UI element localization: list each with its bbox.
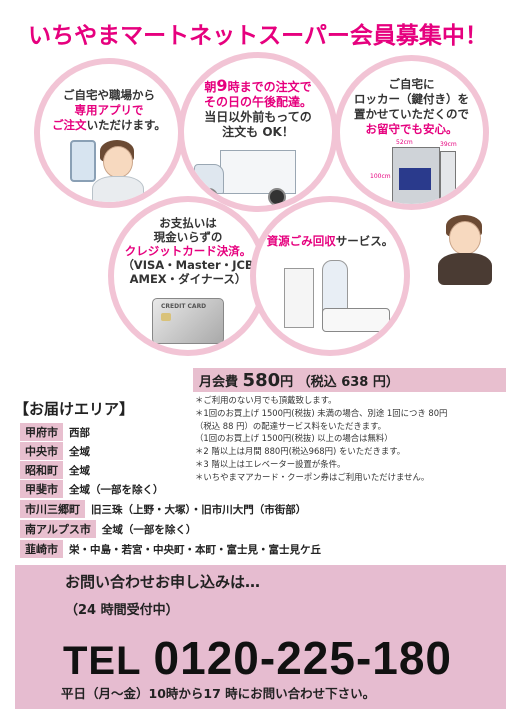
contact-hours: 平日（月～金）10時から17 時にお問い合わせ下さい。: [61, 686, 376, 701]
person-body: [92, 176, 144, 202]
fee-heading: 月会費 580円 （税込 638 円）: [193, 368, 506, 392]
area-name: 市川三郷町: [20, 500, 85, 518]
area-row: 市川三郷町旧三珠（上野・大塚）・旧市川大門（市街部）: [20, 500, 306, 518]
truck-cargo: [220, 150, 296, 194]
areas-title: 【お届けエリア】: [14, 400, 135, 418]
locker-dim-width: 52cm: [396, 139, 413, 146]
page-title: いちやまマートネットスーパー会員募集中！: [28, 23, 488, 49]
credit-card-label: CREDIT CARD: [161, 303, 207, 310]
area-name: 中央市: [20, 442, 63, 460]
locker-text: ご自宅に ロッカー（鍵付き）を 置かせていただくので お留守でも安心。: [340, 77, 483, 137]
fee-note: ＊2 階以上は月間 880円(税込968円) をいただきます。: [195, 446, 406, 457]
area-row: 甲府市西部: [20, 423, 90, 441]
contact-hours-note: （24 時間受付中）: [65, 603, 179, 618]
area-name: 昭和町: [20, 461, 63, 479]
app-line-1: ご自宅や職場から: [63, 88, 155, 102]
circle-delivery: 朝9時までの注文で その日の午後配達。 当日以外前もっての 注文も OK！: [178, 52, 338, 212]
fee-note: ＊1回のお買上げ 1500円(税抜) 未満の場合、別途 1回につき 80円: [195, 407, 448, 418]
payment-line-2: 現金いらずの: [153, 230, 223, 244]
app-line-3-rest: いただけます。: [86, 118, 166, 132]
fee-unit: 円: [280, 375, 294, 390]
area-desc: 旧三珠（上野・大塚）・旧市川大門（市街部）: [91, 504, 307, 516]
fee-amount: 580: [242, 370, 281, 391]
recycle-line-1a: 資源ごみ回収: [266, 234, 336, 248]
circle-locker: ご自宅に ロッカー（鍵付き）を 置かせていただくので お留守でも安心。 52cm…: [334, 55, 489, 210]
staff-figure-icon: [430, 215, 500, 285]
app-line-2: 専用アプリで: [74, 103, 144, 117]
area-row: 中央市全域: [20, 442, 90, 460]
area-name: 甲府市: [20, 423, 63, 441]
fee-box: 月会費 580円 （税込 638 円） ＊ご利用のない月でも頂戴致します。 ＊1…: [193, 368, 506, 520]
delivery-line-1: 朝9時までの注文で: [184, 78, 332, 95]
delivery-line-1c: 時までの注文で: [227, 80, 312, 94]
card-chip: [161, 313, 171, 321]
fee-label: 月会費: [199, 375, 239, 390]
delivery-line-2: その日の午後配達。: [203, 95, 312, 109]
contact-heading: お問い合わせお申し込みは…: [65, 573, 261, 591]
circle-payment: お支払いは 現金いらずの クレジットカード決済。 （VISA・Master・JC…: [108, 196, 268, 356]
fee-note: ＊3 階以上はエレベーター設置が条件。: [195, 458, 346, 469]
smartphone-icon: [70, 140, 96, 182]
tel-label: TEL: [63, 639, 142, 683]
locker-dim-height: 100cm: [370, 173, 391, 180]
delivery-line-4: 注文も OK！: [222, 125, 294, 139]
area-row: 韮崎市栄・中島・若宮・中央町・本町・富士見・富士見ケ丘: [20, 540, 321, 558]
delivery-line-3: 当日以外前もっての: [204, 110, 312, 124]
fee-tax: （税込 638 円）: [297, 375, 399, 390]
area-name: 韮崎市: [20, 540, 63, 558]
delivery-line-1b: 9: [216, 76, 228, 95]
app-line-3-highlight: ご注文: [52, 118, 87, 132]
area-name: 甲斐市: [20, 480, 63, 498]
locker-line-2: ロッカー（鍵付き）を: [354, 92, 469, 106]
fee-notes: ＊ご利用のない月でも頂戴致します。 ＊1回のお買上げ 1500円(税抜) 未満の…: [195, 394, 508, 484]
food-tray-icon: [322, 308, 390, 332]
area-desc: 全域（一部を除く）: [69, 484, 164, 496]
locker-dim-depth: 39cm: [440, 141, 457, 148]
locker-line-1: ご自宅に: [388, 77, 435, 91]
area-name: 南アルプス市: [20, 520, 96, 538]
area-row: 甲斐市全域（一部を除く）: [20, 480, 164, 498]
fee-note: （税込 88 円）の配達サービス料をいただきます。: [195, 420, 387, 431]
circle-recycling: 資源ごみ回収サービス。: [250, 196, 410, 356]
circle-app-ordering: ご自宅や職場から 専用アプリで ご注文いただけます。: [34, 58, 184, 208]
recycle-line-1b: サービス。: [335, 234, 394, 248]
recycle-line-1: 資源ごみ回収サービス。: [256, 234, 404, 249]
area-desc: 全域: [69, 465, 90, 477]
credit-card-icon: CREDIT CARD: [152, 298, 224, 344]
payment-text: お支払いは 現金いらずの クレジットカード決済。 （VISA・Master・JC…: [114, 216, 262, 286]
locker-line-3: 置かせていただくので: [354, 107, 469, 121]
area-desc: 全域: [69, 446, 90, 458]
payment-line-3: クレジットカード決済。: [124, 244, 252, 258]
area-row: 昭和町全域: [20, 461, 90, 479]
delivery-text: 朝9時までの注文で その日の午後配達。 当日以外前もっての 注文も OK！: [184, 78, 332, 140]
area-desc: 栄・中島・若宮・中央町・本町・富士見・富士見ケ丘: [69, 544, 321, 556]
payment-line-1: お支払いは: [159, 216, 217, 230]
fee-note: （1回のお買上げ 1500円(税抜) 以上の場合は無料）: [195, 433, 393, 444]
person-icon: [103, 146, 133, 178]
locker-door: [440, 151, 456, 204]
fee-note: ＊ご利用のない月でも頂戴致します。: [195, 395, 337, 405]
tel-number[interactable]: 0120-225-180: [153, 632, 453, 684]
app-line-3: ご注文いただけます。: [40, 118, 178, 133]
locker-icon: [392, 147, 440, 204]
area-row: 南アルプス市全域（一部を除く）: [20, 520, 196, 538]
app-text: ご自宅や職場から 専用アプリで ご注文いただけます。: [40, 88, 178, 133]
delivery-line-1a: 朝: [204, 80, 217, 94]
recycle-text: 資源ごみ回収サービス。: [256, 234, 404, 249]
payment-line-5: AMEX・ダイナース）: [129, 272, 247, 286]
fee-note: ＊いちやまマアカード・クーポン券はご利用いただけません。: [195, 471, 430, 482]
payment-line-4: （VISA・Master・JCB: [122, 258, 254, 272]
area-desc: 西部: [69, 427, 90, 439]
area-desc: 全域（一部を除く）: [101, 524, 197, 536]
truck-wheel-rear: [268, 188, 286, 206]
locker-line-4: お留守でも安心。: [365, 122, 458, 136]
milk-carton-icon: [284, 268, 314, 328]
